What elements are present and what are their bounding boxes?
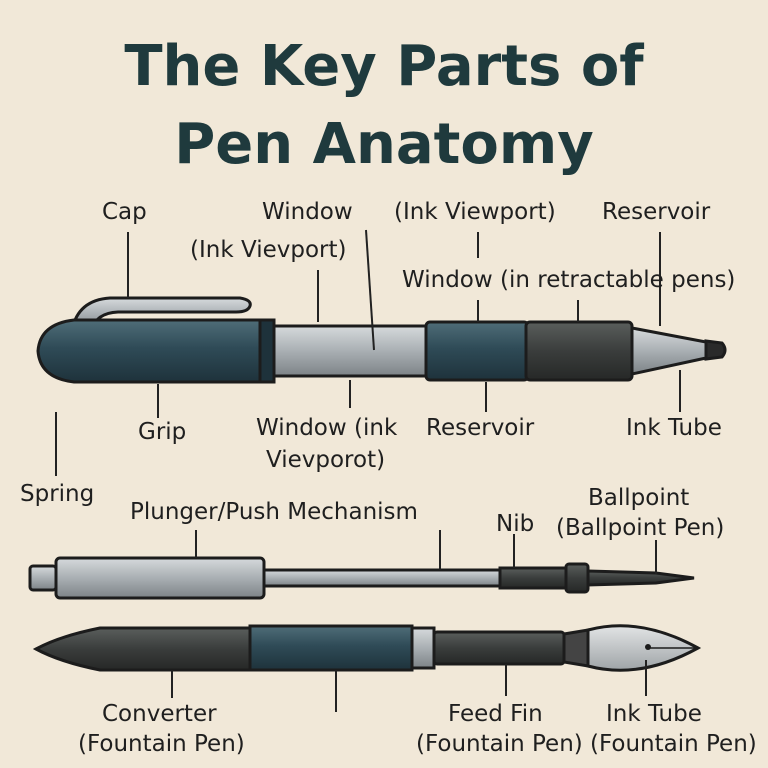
pen-1-cap xyxy=(36,318,272,384)
pen-1-retractable xyxy=(36,296,727,384)
label-window-bottom-1: Window (ink xyxy=(256,415,398,441)
label-ink-tube-bottom-1: Ink Tube xyxy=(606,701,702,727)
label-ink-tube-bottom-2: (Fountain Pen) xyxy=(590,731,757,757)
label-feed-fin-2: (Fountain Pen) xyxy=(416,731,583,757)
pen-2-collar xyxy=(564,562,590,594)
label-plunger: Plunger/Push Mechanism xyxy=(130,499,418,525)
label-converter-2: (Fountain Pen) xyxy=(78,731,245,757)
pen-1-leader-lines xyxy=(55,229,681,476)
label-window-bottom-2: Vievporot) xyxy=(266,447,386,473)
label-grip: Grip xyxy=(138,419,187,445)
label-ink-tube-top: Ink Tube xyxy=(626,415,722,441)
pen-3-breather-hole xyxy=(645,644,651,650)
pen-1-window xyxy=(272,324,428,378)
label-reservoir-bottom: Reservoir xyxy=(426,415,535,441)
pen-3-end-cap xyxy=(32,626,252,672)
pen-3-feed xyxy=(562,628,590,668)
label-nib: Nib xyxy=(496,511,535,537)
label-ink-viewport: (Ink Viewport) xyxy=(394,199,556,225)
pen-2-push-button xyxy=(28,564,58,592)
pen-2-plunger xyxy=(54,556,266,600)
pen-3-barrel xyxy=(248,624,414,672)
label-reservoir-top: Reservoir xyxy=(602,199,711,225)
pen-2-tube xyxy=(262,568,504,588)
pen-1-clip xyxy=(70,296,252,332)
label-window-retractable: Window (in retractable pens) xyxy=(402,267,736,293)
pen-2-ballpoint-tip xyxy=(586,569,695,587)
title-line-1: The Key Parts of xyxy=(124,34,644,99)
pen-1-tip xyxy=(704,339,727,361)
label-converter-1: Converter xyxy=(102,701,217,727)
pen-1-reservoir xyxy=(424,320,530,382)
pen-3-section xyxy=(432,630,566,666)
label-cap: Cap xyxy=(102,199,147,225)
label-spring: Spring xyxy=(20,481,95,507)
pen-3-barrel-ring xyxy=(410,626,436,670)
label-window-top-1: Window xyxy=(262,199,353,225)
pen-3-fountain xyxy=(32,624,702,672)
pen-1-grip xyxy=(524,320,634,382)
pen-2-ballpoint xyxy=(28,556,695,600)
pen-1-tip-cone xyxy=(630,326,708,376)
pen-2-nib-section xyxy=(498,566,568,590)
label-ballpoint-1: Ballpoint xyxy=(588,485,690,511)
pen-1-cap-band xyxy=(258,318,276,384)
label-feed-fin-1: Feed Fin xyxy=(448,701,543,727)
label-window-top-2: (Ink Vievport) xyxy=(190,237,347,263)
pen-2-leader-lines xyxy=(195,530,657,574)
title-line-2: Pen Anatomy xyxy=(174,112,594,177)
pen-3-leader-lines xyxy=(171,660,647,712)
label-ballpoint-2: (Ballpoint Pen) xyxy=(556,515,725,541)
